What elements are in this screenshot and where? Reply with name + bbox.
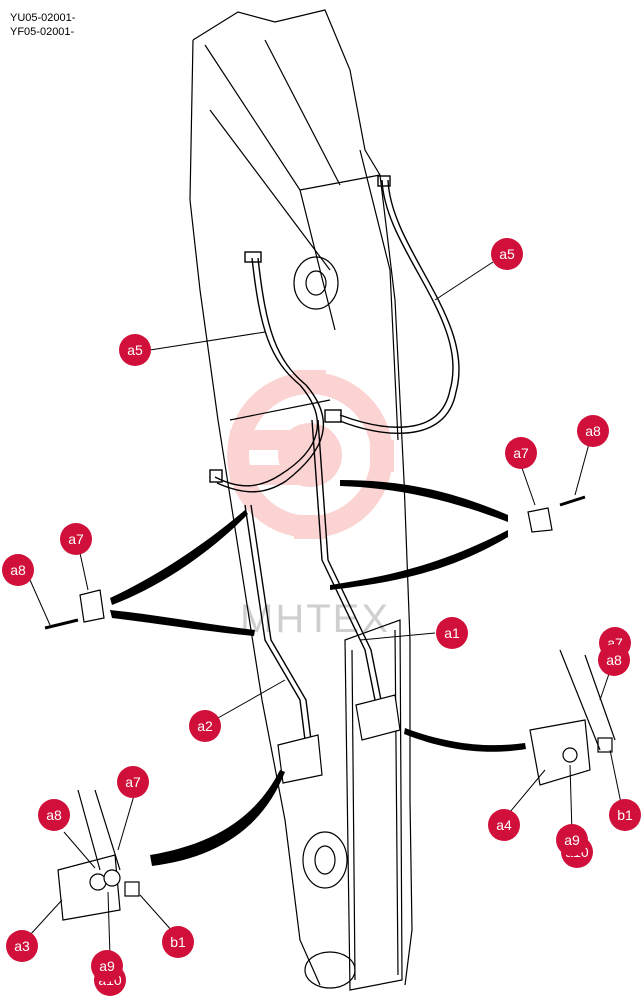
svg-text:a7: a7: [68, 531, 84, 547]
svg-text:a5: a5: [127, 342, 143, 358]
serial-range-1: YU05-02001-: [10, 12, 76, 24]
callout-a7-left: a7: [60, 523, 92, 555]
svg-text:a1: a1: [444, 625, 460, 641]
callout-a1: a1: [436, 617, 468, 649]
svg-text:a8: a8: [606, 652, 622, 668]
callout-a8-bottom-right: a8: [598, 644, 630, 676]
callout-a8-right: a8: [577, 415, 609, 447]
callout-a9-bottom-right: a9: [556, 824, 588, 856]
svg-text:a7: a7: [125, 774, 141, 790]
mount-brackets: [44, 495, 616, 921]
callout-a8-bottom-left: a8: [38, 799, 70, 831]
svg-text:b1: b1: [617, 807, 633, 823]
svg-text:a2: a2: [197, 718, 213, 734]
svg-text:a8: a8: [46, 807, 62, 823]
callout-a9-bottom-left: a9: [91, 950, 123, 982]
serial-range-2: YF05-02001-: [10, 26, 75, 38]
watermark-logo: [227, 370, 394, 539]
callout-a2: a2: [189, 710, 221, 742]
callout-a7-bottom-left: a7: [117, 766, 149, 798]
boom-arm: [189, 9, 413, 991]
svg-text:a7: a7: [513, 445, 529, 461]
hoses-and-pipes: [209, 175, 460, 741]
callout-a3: a3: [6, 930, 38, 962]
svg-text:a3: a3: [14, 938, 30, 954]
callout-a5-left: a5: [119, 334, 151, 366]
callout-a5-top: a5: [491, 238, 523, 270]
callout-a8-left: a8: [2, 554, 34, 586]
svg-text:a4: a4: [496, 817, 512, 833]
detail-pointers: [110, 480, 526, 866]
callout-b1-bottom-left: b1: [162, 926, 194, 958]
leader-lines: [29, 261, 623, 958]
callout-b1-bottom-right: b1: [609, 799, 641, 831]
callout-a4: a4: [488, 809, 520, 841]
svg-text:a8: a8: [585, 423, 601, 439]
callout-a7-right: a7: [505, 437, 537, 469]
svg-text:a9: a9: [564, 832, 580, 848]
svg-text:b1: b1: [170, 934, 186, 950]
svg-text:a5: a5: [499, 246, 515, 262]
svg-text:a8: a8: [10, 562, 26, 578]
svg-text:a9: a9: [99, 958, 115, 974]
